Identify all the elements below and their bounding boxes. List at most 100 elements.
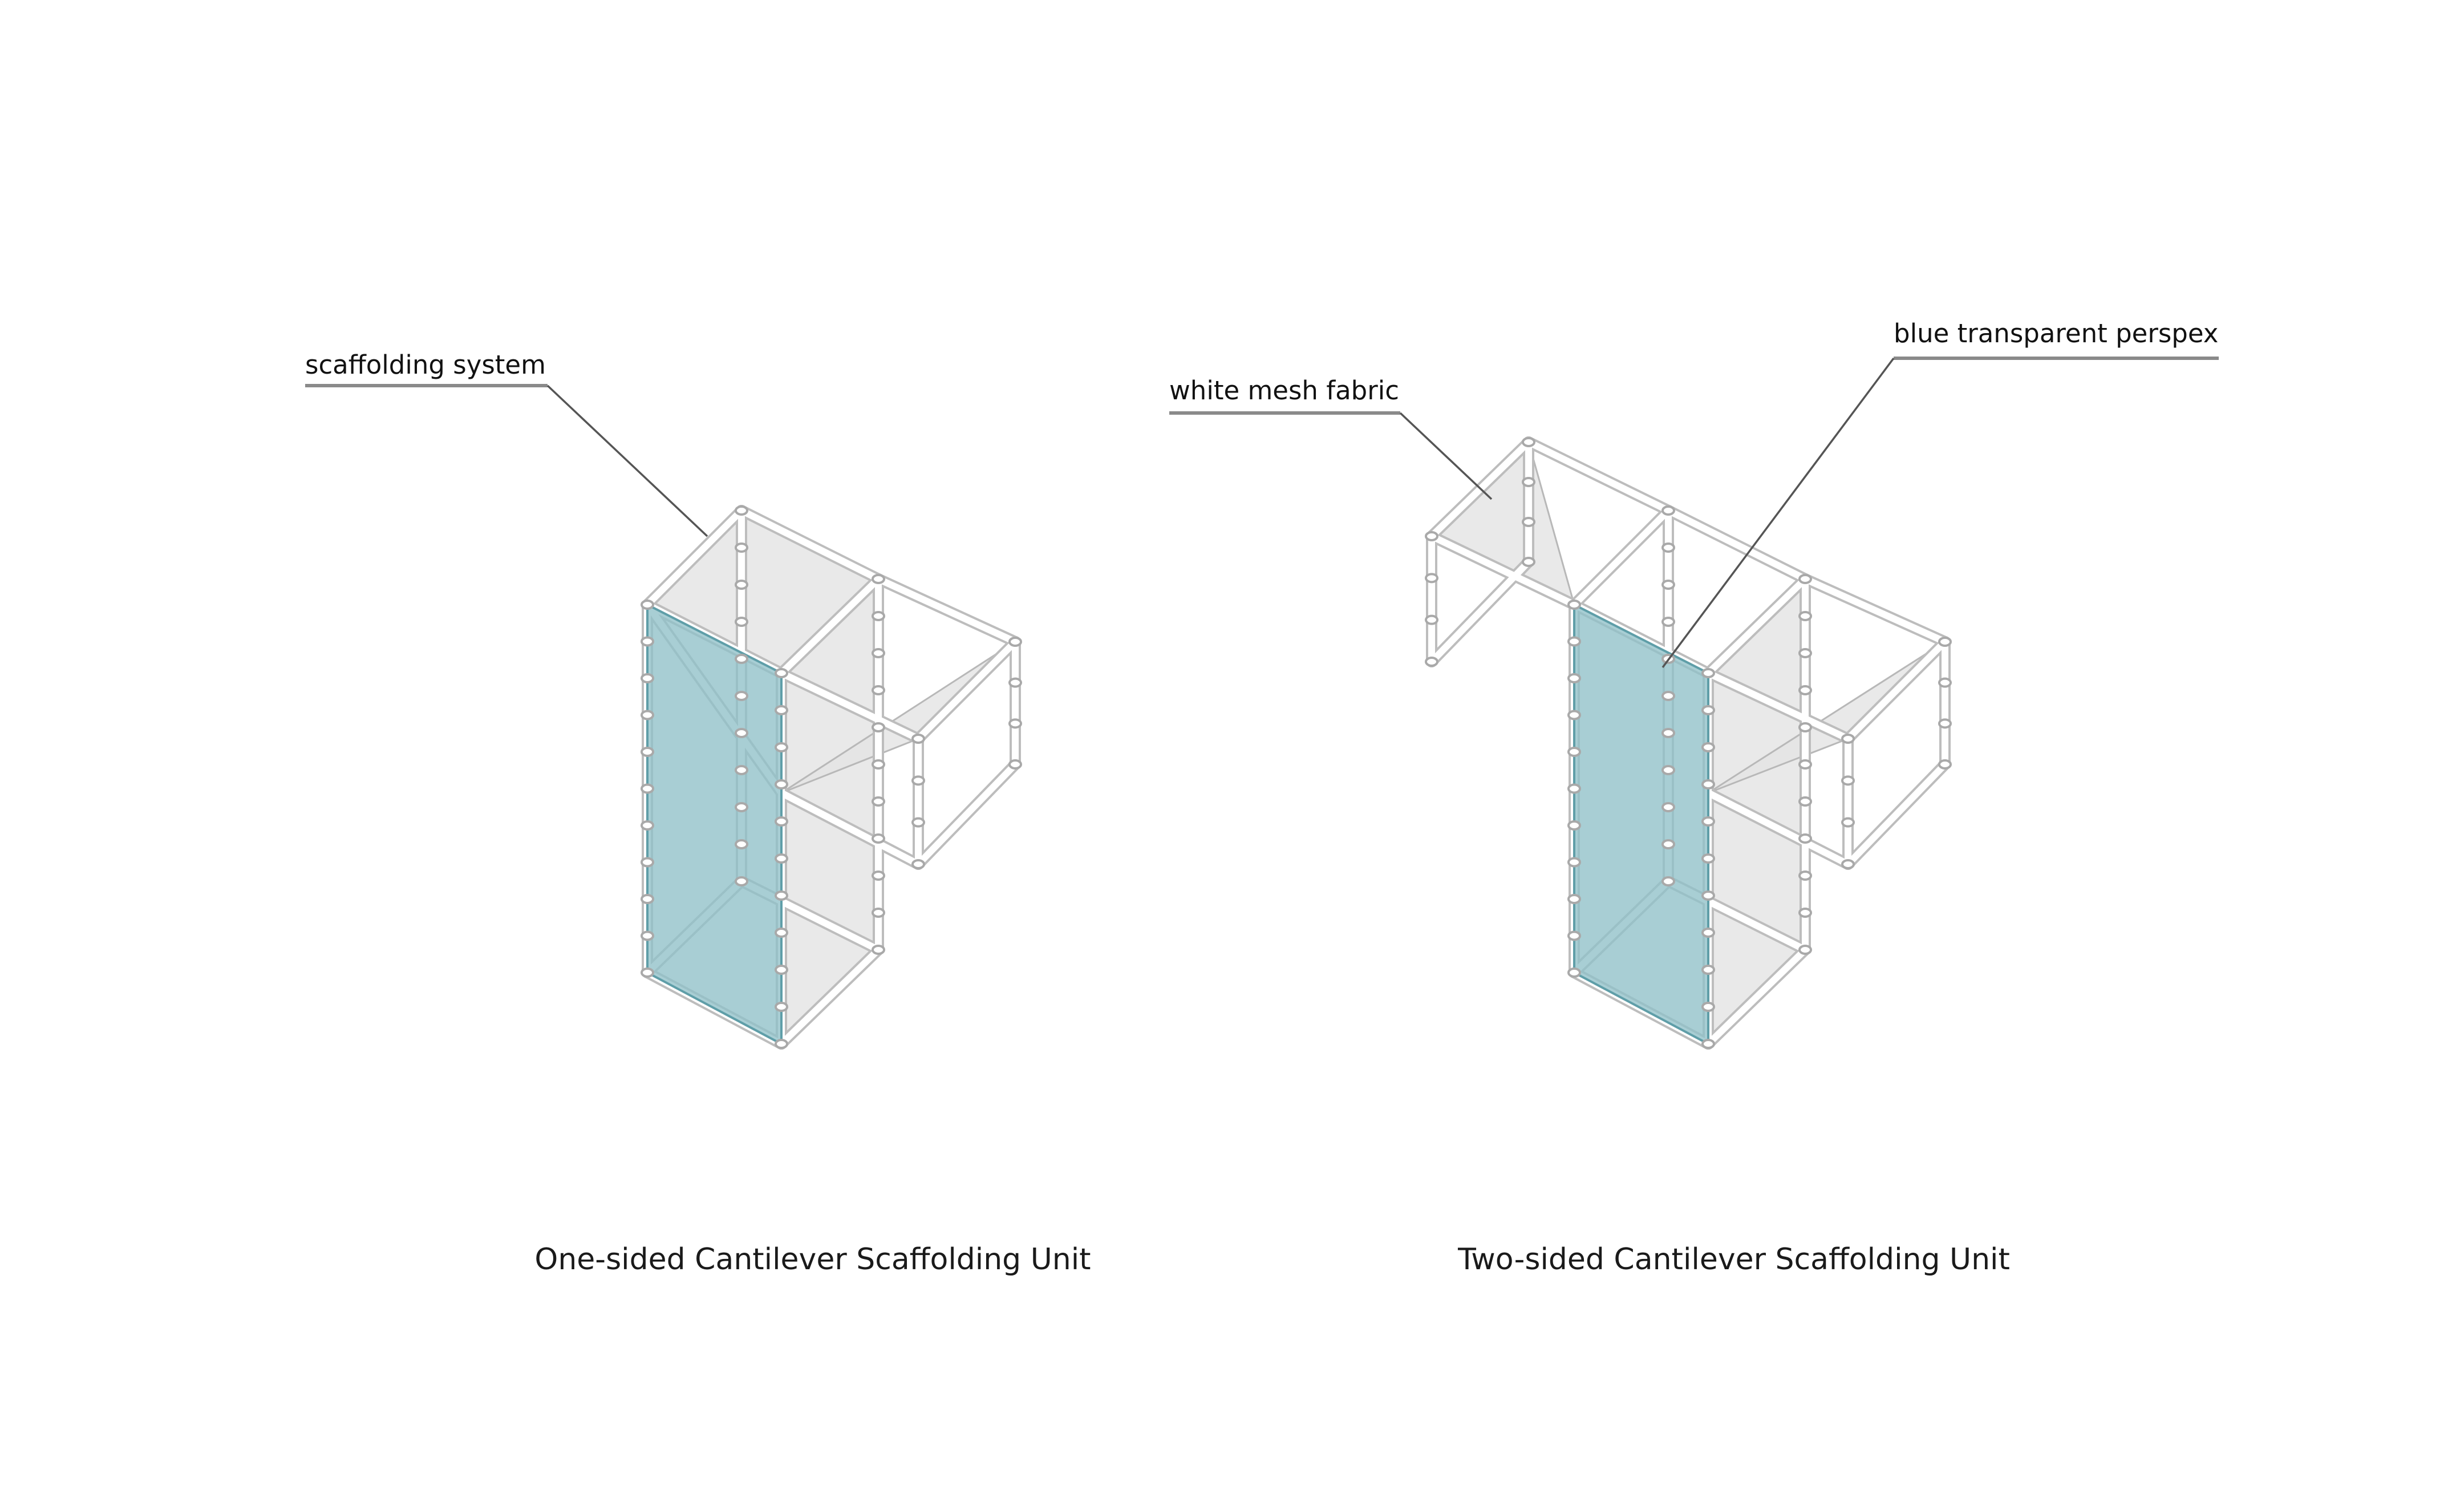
coupler-joint [1522, 477, 1535, 487]
coupler-joint [1701, 668, 1715, 678]
coupler-joint [1701, 742, 1715, 752]
coupler-joint [872, 833, 885, 844]
coupler-joint [1701, 705, 1715, 715]
blue-transparent-perspex-leader [1661, 357, 1895, 669]
coupler-joint [872, 796, 885, 807]
coupler-joint [1701, 853, 1715, 864]
coupler-joint [1938, 677, 1952, 688]
scaffold-tube-core [1428, 558, 1532, 665]
coupler-joint [1522, 557, 1535, 567]
coupler-joint [1661, 580, 1675, 590]
coupler-joint [1567, 857, 1581, 868]
coupler-joint [911, 775, 925, 786]
scaffold-tube-core [875, 576, 1019, 645]
coupler-joint [1798, 870, 1812, 881]
coupler-joint [872, 648, 885, 658]
coupler-joint [1798, 945, 1812, 955]
scaffold-tube-core [1705, 576, 1809, 677]
scaffold-tube-core [1705, 789, 1851, 868]
scaffold-tube-core [1705, 670, 1851, 742]
scaffold-tube-core [1705, 946, 1809, 1047]
coupler-joint [641, 783, 654, 794]
coupler-joint [872, 574, 885, 584]
coupler-joint [1425, 531, 1438, 541]
scaffold-tube-core [1571, 507, 1672, 608]
coupler-joint [641, 857, 654, 868]
coupler-joint [641, 636, 654, 647]
coupler-joint [1841, 817, 1855, 828]
coupler-joint [1798, 648, 1812, 658]
one-sided-scaffolding-unit [641, 505, 1022, 1050]
scaffolding-system-label: scaffolding system [305, 350, 546, 380]
coupler-joint [1567, 820, 1581, 831]
coupler-joint [1701, 1039, 1715, 1049]
coupler-joint [1798, 611, 1812, 621]
label-scaffolding-system: scaffolding system [305, 350, 708, 537]
coupler-joint [735, 765, 748, 775]
coupler-joint [1008, 718, 1022, 729]
caption-two-sided: Two-sided Cantilever Scaffolding Unit [1457, 1242, 2010, 1277]
coupler-joint [1008, 759, 1022, 770]
coupler-joint [735, 580, 748, 590]
scaffold-tube-core [778, 670, 922, 742]
scaffold-tube-core [1845, 761, 1948, 868]
coupler-joint [735, 505, 748, 516]
coupler-joint [1798, 759, 1812, 770]
blue-transparent-perspex-label: blue transparent perspex [1894, 318, 2218, 349]
coupler-joint [1798, 574, 1812, 584]
coupler-joint [872, 611, 885, 621]
coupler-joint [735, 876, 748, 886]
scaffold-tube-core [1665, 507, 1809, 582]
coupler-joint [735, 542, 748, 553]
coupler-joint [872, 945, 885, 955]
white-mesh-fabric-label: white mesh fabric [1169, 375, 1399, 406]
coupler-joint [1661, 876, 1675, 886]
coupler-joint [1661, 617, 1675, 627]
coupler-joint [1798, 722, 1812, 732]
coupler-joint [1938, 759, 1952, 770]
coupler-joint [775, 705, 788, 715]
coupler-joint [1567, 783, 1581, 794]
coupler-joint [775, 816, 788, 827]
coupler-joint [1567, 747, 1581, 757]
coupler-joint [1701, 816, 1715, 827]
coupler-joint [1661, 728, 1675, 738]
coupler-joint [1567, 600, 1581, 610]
coupler-joint [775, 742, 788, 752]
coupler-joint [1567, 894, 1581, 904]
scaffold-tube-core [1428, 533, 1578, 608]
coupler-joint [641, 710, 654, 720]
coupler-joint [1567, 967, 1581, 978]
coupler-joint [1701, 928, 1715, 938]
scaffold-tube-core [738, 507, 882, 582]
coupler-joint [1701, 1002, 1715, 1012]
coupler-joint [1841, 859, 1855, 869]
coupler-joint [735, 802, 748, 812]
coupler-joint [872, 870, 885, 881]
coupler-joint [775, 779, 788, 789]
coupler-joint [911, 734, 925, 744]
coupler-joint [775, 853, 788, 864]
coupler-joint [1425, 573, 1438, 584]
coupler-joint [1425, 657, 1438, 667]
coupler-joint [1425, 614, 1438, 625]
coupler-joint [1701, 890, 1715, 901]
coupler-joint [911, 859, 925, 869]
coupler-joint [1008, 677, 1022, 688]
blue-perspex-panel [1573, 602, 1709, 1046]
coupler-joint [775, 928, 788, 938]
coupler-joint [1661, 802, 1675, 812]
scaffold-tube-core [1802, 576, 1948, 645]
caption-one-sided: One-sided Cantilever Scaffolding Unit [534, 1242, 1091, 1277]
coupler-joint [1841, 734, 1855, 744]
coupler-joint [1701, 779, 1715, 789]
coupler-joint [735, 654, 748, 664]
coupler-joint [1798, 908, 1812, 918]
coupler-joint [641, 673, 654, 683]
coupler-joint [872, 685, 885, 695]
coupler-joint [641, 894, 654, 904]
coupler-joint [1701, 965, 1715, 975]
two-sided-scaffolding-unit [1425, 436, 1952, 1050]
coupler-joint [775, 1002, 788, 1012]
